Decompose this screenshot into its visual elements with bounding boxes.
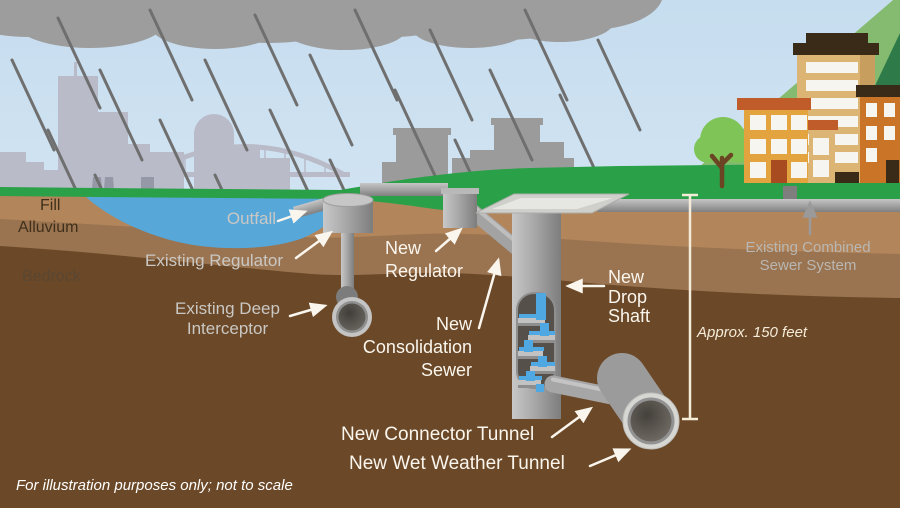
shaft-surface-pad (475, 193, 630, 214)
building-orange (856, 85, 900, 183)
new-regulator-structure (441, 188, 527, 258)
new-regulator-box (443, 190, 477, 228)
consolidation-sewer-arrow (477, 257, 502, 330)
bridge-deck (70, 172, 350, 177)
existing-regulator-arrow (294, 230, 334, 260)
wet-weather-tunnel-arrow (588, 448, 632, 468)
label-new-wet-weather-tunnel: New Wet Weather Tunnel (349, 453, 565, 474)
label-outfall: Outfall (226, 209, 276, 228)
combined-sewer-pipe (597, 186, 900, 212)
connector-tunnel-arrow (550, 406, 594, 439)
buildings (737, 33, 900, 183)
label-bedrock-layer: Bedrock (22, 268, 81, 285)
label-depth-measurement: Approx. 150 feet (697, 324, 808, 341)
existing-regulator-structure (322, 193, 374, 233)
drop-shaft (475, 193, 630, 419)
label-existing-regulator: Existing Regulator (145, 251, 283, 270)
deep-interceptor-arrow (288, 302, 328, 318)
interceptor-riser-pipe (341, 228, 354, 294)
building-service-connector (783, 186, 797, 202)
river-water (86, 197, 347, 249)
surface-feed-pipe (360, 183, 448, 196)
callout-arrows (276, 200, 818, 468)
label-existing-deep-interceptor: Existing Deep Interceptor (175, 299, 280, 338)
label-fill-layer: Fill (40, 197, 61, 214)
label-new-consolidation-sewer: New Consolidation Sewer (362, 314, 472, 380)
depth-measurement-line (682, 193, 698, 421)
label-existing-combined-sewer: Existing Combined Sewer System (745, 239, 871, 274)
storm-clouds (0, 0, 662, 50)
cascading-water (519, 293, 555, 392)
building-door (771, 160, 787, 183)
label-new-connector-tunnel: New Connector Tunnel (341, 424, 535, 445)
building-amber (737, 98, 838, 183)
new-regulator-arrow (434, 227, 463, 253)
downtown-skyline (382, 118, 574, 193)
label-alluvium-layer: Alluvium (18, 219, 79, 236)
label-new-regulator: New Regulator (385, 238, 464, 281)
existing-sewer-structures (293, 183, 448, 337)
tree-trunk (709, 152, 734, 189)
tunnels (544, 353, 680, 450)
deep-interceptor-tunnel (332, 297, 372, 337)
label-new-drop-shaft: New Drop Shaft (608, 267, 651, 326)
label-footnote: For illustration purposes only; not to s… (16, 477, 293, 494)
outfall-arrow (276, 209, 308, 224)
shaft-baffles (518, 318, 555, 388)
tree (694, 117, 752, 189)
wet-weather-tunnel (597, 353, 680, 450)
